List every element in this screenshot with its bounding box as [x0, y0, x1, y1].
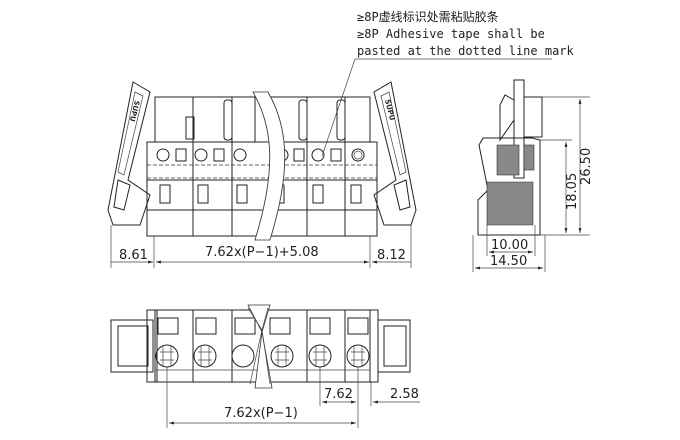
- right-latch-marking: SUPU: [383, 99, 396, 122]
- dim-bottom-span: 7.62x(P−1): [224, 406, 298, 421]
- note-leader: [321, 58, 552, 157]
- note-chinese: ≥8P虚线标识处需粘贴胶条: [357, 9, 499, 24]
- dim-bottom-edge: 2.58: [390, 387, 419, 402]
- dim-side-partial-height: 18.05: [565, 173, 580, 210]
- front-view: [107, 81, 417, 268]
- bottom-view: [110, 304, 420, 428]
- left-latch: [107, 81, 151, 226]
- dim-side-total-width: 14.50: [490, 254, 527, 269]
- dim-front-right: 8.12: [377, 248, 406, 263]
- dim-bottom-pitch: 7.62: [324, 387, 353, 402]
- note-english-2: pasted at the dotted line mark: [357, 44, 575, 58]
- right-latch: [373, 81, 417, 226]
- screw-heads: [155, 317, 370, 368]
- dim-side-inner-width: 10.00: [491, 238, 528, 253]
- dim-front-left: 8.61: [119, 248, 148, 263]
- side-view: [472, 79, 590, 272]
- note-english-1: ≥8P Adhesive tape shall be: [357, 27, 545, 41]
- left-latch-marking: SUPU: [128, 100, 141, 123]
- wire-entry-holes: [156, 148, 365, 162]
- dim-side-total-height: 26.50: [579, 148, 594, 185]
- release-slots: [159, 184, 362, 204]
- dim-front-center: 7.62x(P−1)+5.08: [205, 245, 319, 260]
